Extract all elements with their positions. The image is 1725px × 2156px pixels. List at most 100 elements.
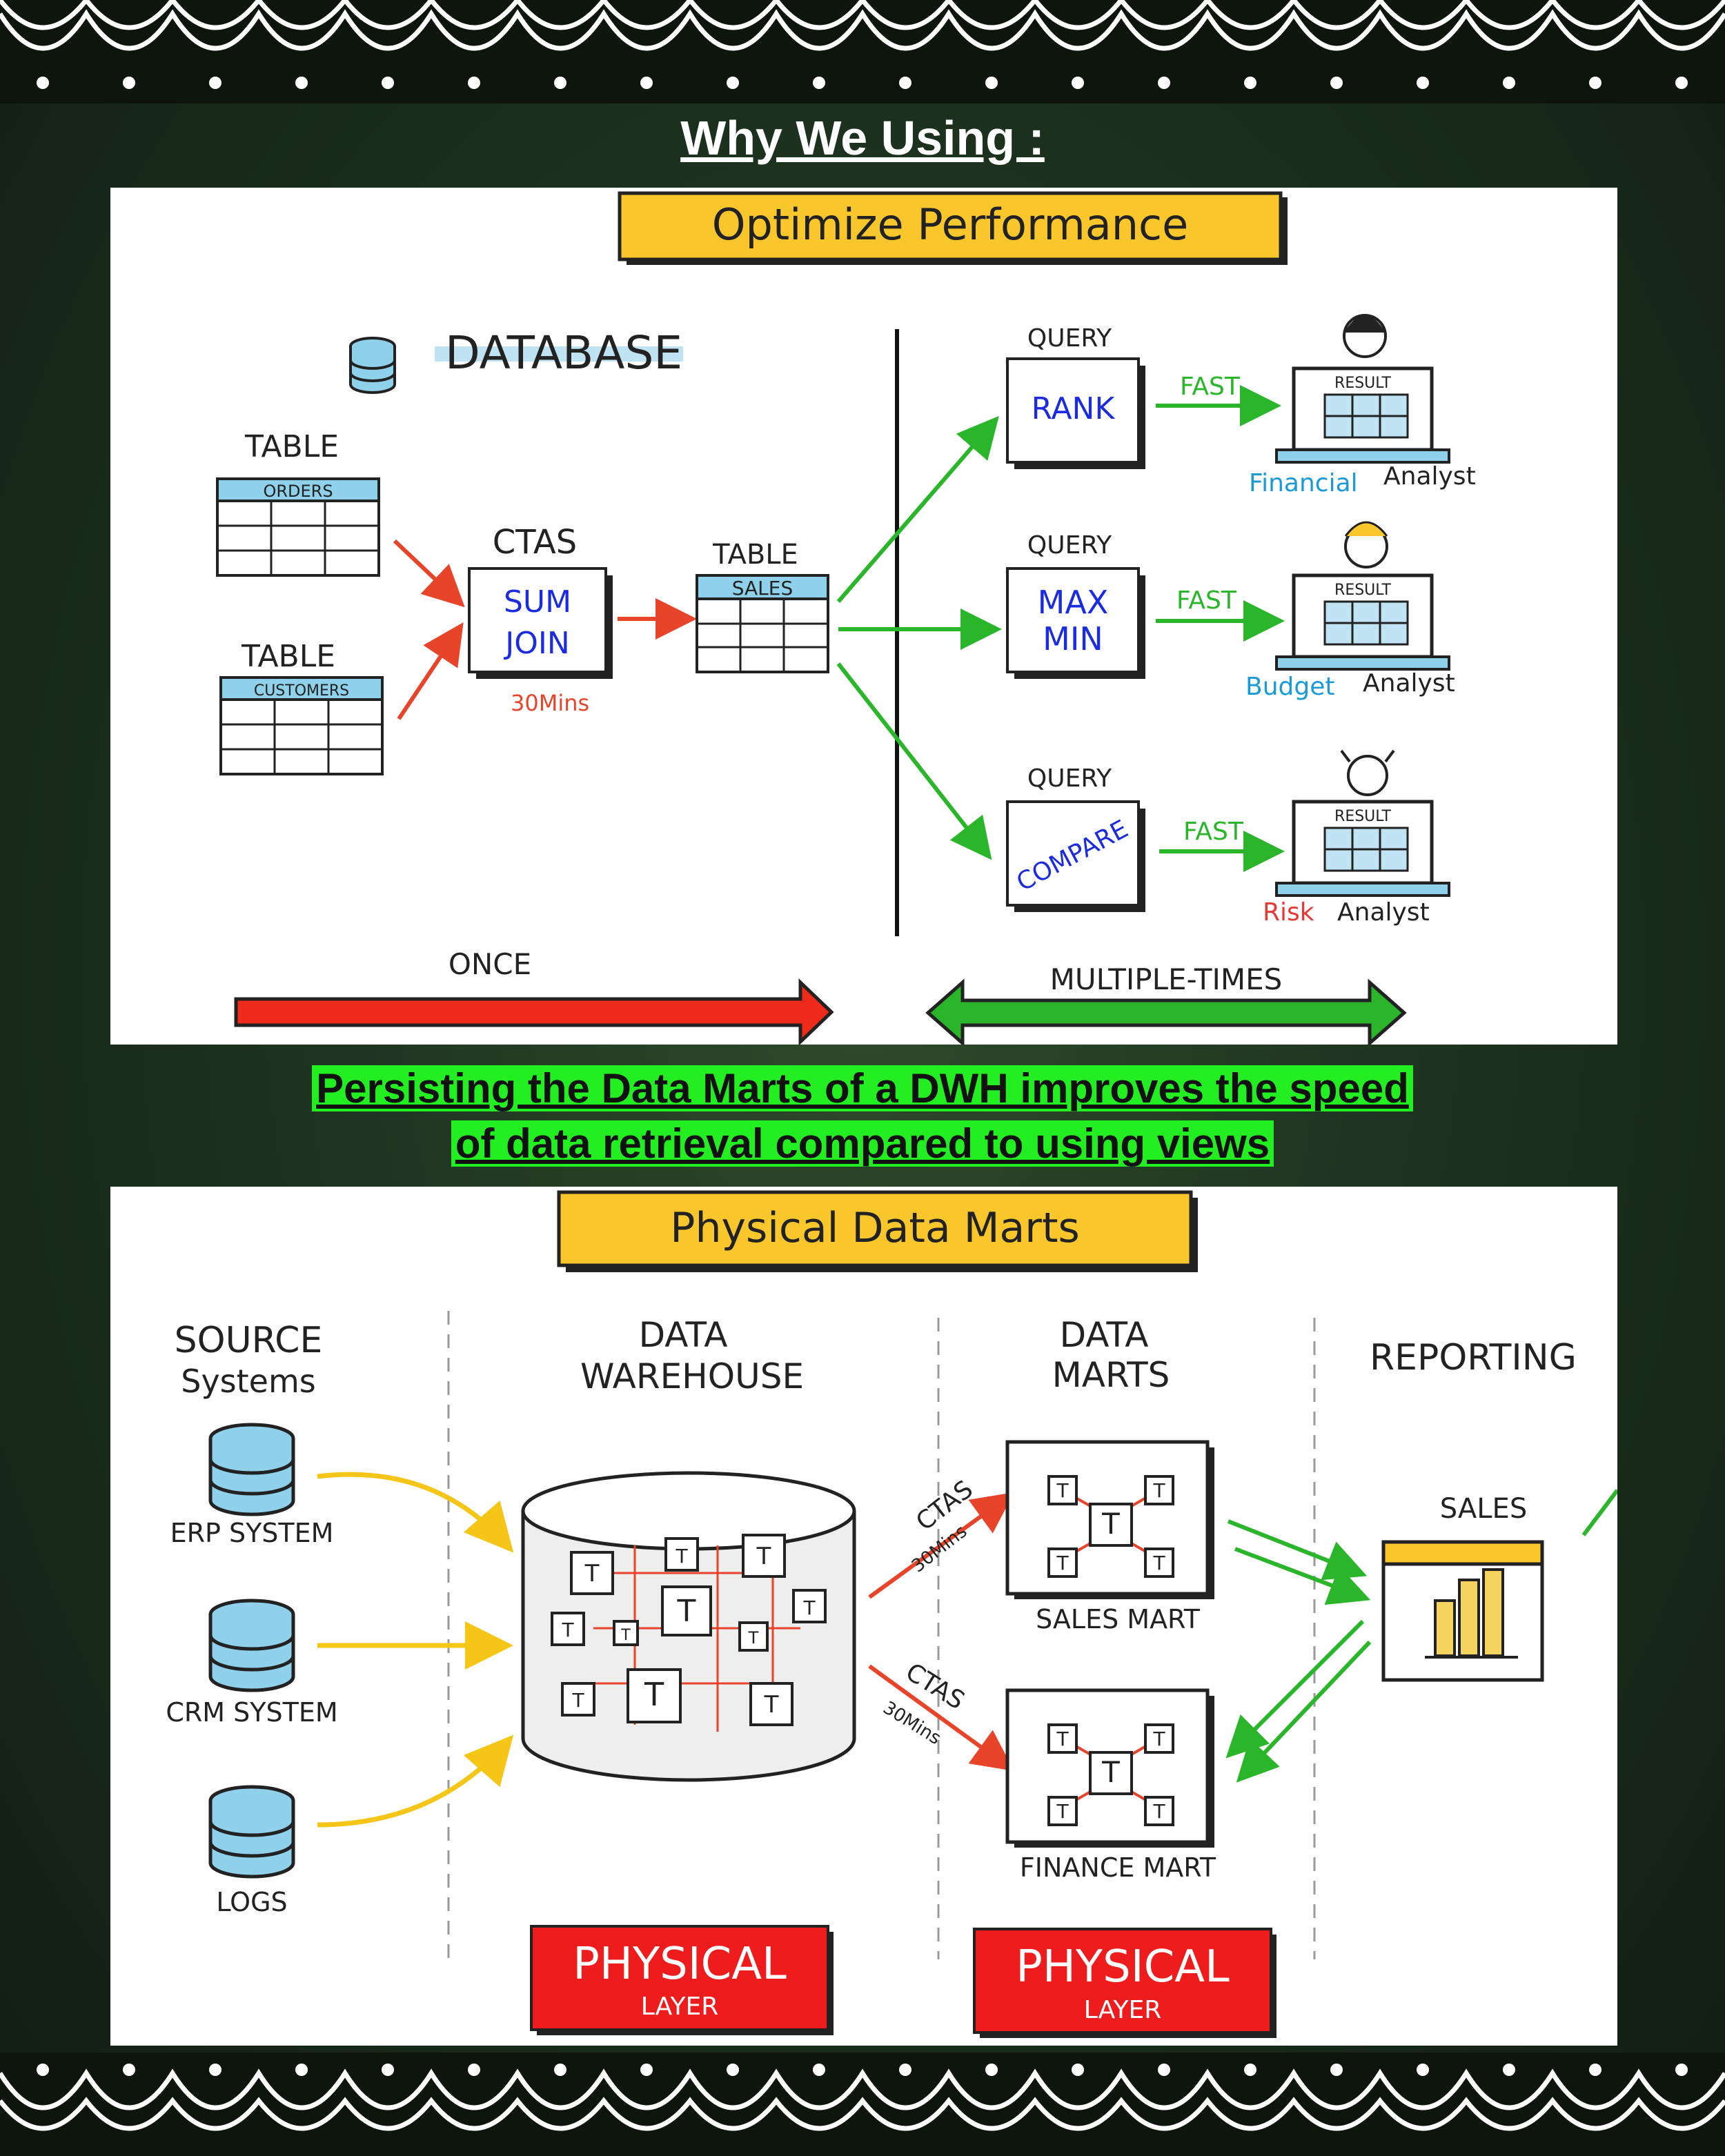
query-label-1: QUERY xyxy=(1027,324,1112,353)
physical-layer-badge-dwh xyxy=(530,1925,834,2035)
svg-text:T: T xyxy=(1056,1800,1069,1823)
query-box-maxmin xyxy=(1006,567,1145,679)
query-op-rank: RANK xyxy=(1032,391,1116,426)
physical-label-1: PHYSICAL xyxy=(573,1939,787,1990)
query-op-min: MIN xyxy=(1043,620,1103,657)
ctas-time: 30Mins xyxy=(511,690,589,716)
caption-line-1: Persisting the Data Marts of a DWH impro… xyxy=(0,1061,1725,1116)
query-op-max: MAX xyxy=(1038,584,1109,621)
svg-text:T: T xyxy=(677,1594,696,1629)
analyst-budget-name: Budget xyxy=(1245,673,1334,701)
customers-to-ctas-arrow xyxy=(397,622,464,720)
source-crm-label: CRM SYSTEM xyxy=(166,1697,337,1728)
caption-line-2: of data retrieval compared to using view… xyxy=(0,1116,1725,1171)
orders-label: ORDERS xyxy=(263,482,333,501)
result-label-2: RESULT xyxy=(1334,582,1391,599)
sales-mart-label: SALES MART xyxy=(1036,1604,1201,1634)
orders-table xyxy=(216,477,380,577)
svg-text:T: T xyxy=(1152,1728,1165,1750)
sales-table-label: TABLE xyxy=(712,539,798,571)
physical-layer-badge-marts xyxy=(973,1928,1276,2038)
col-marts-1: DATA xyxy=(1060,1315,1149,1355)
svg-text:T: T xyxy=(1056,1552,1069,1574)
source-logs-label: LOGS xyxy=(216,1887,287,1917)
sales-mart-letters: T T T T T xyxy=(1056,1479,1165,1574)
database-label: DATABASE xyxy=(445,326,682,379)
svg-text:T: T xyxy=(620,1627,631,1644)
optimize-title: Optimize Performance xyxy=(712,199,1189,250)
svg-text:T: T xyxy=(802,1596,816,1619)
layer-label-2: LAYER xyxy=(1084,1996,1161,2024)
optimize-title-box: Optimize Performance xyxy=(618,191,1288,265)
svg-text:T: T xyxy=(764,1691,779,1719)
reporting-offpanel-arrow xyxy=(1581,1489,1619,1536)
multiple-times-label: MULTIPLE-TIMES xyxy=(1050,962,1283,996)
svg-text:T: T xyxy=(644,1676,664,1713)
svg-text:T: T xyxy=(1152,1800,1165,1823)
ctas-time-1: 30Mins xyxy=(908,1521,972,1577)
svg-text:T: T xyxy=(571,1689,584,1712)
customers-table-label: TABLE xyxy=(241,639,335,674)
sales-table xyxy=(696,574,829,673)
ctas-box xyxy=(468,567,613,679)
analyst-financial-role: Analyst xyxy=(1383,462,1476,491)
sales-mart-box xyxy=(1005,1440,1214,1599)
orders-to-ctas-arrow xyxy=(393,539,465,608)
physical-data-marts-panel: Physical Data Marts SOURCE Systems DATA … xyxy=(110,1187,1619,2046)
physical-title-box: Physical Data Marts xyxy=(557,1190,1198,1272)
svg-text:T: T xyxy=(1101,1507,1120,1541)
optimize-performance-panel: Optimize Performance DATABASE TABLE ORDE… xyxy=(110,188,1617,1047)
analyst-risk xyxy=(1275,749,1450,897)
source-erp-label: ERP SYSTEM xyxy=(170,1518,334,1548)
analyst-risk-name: Risk xyxy=(1263,898,1314,927)
analyst-budget-role: Analyst xyxy=(1363,669,1455,698)
physical-data-marts-diagram: Physical Data Marts SOURCE Systems DATA … xyxy=(166,1190,1619,2038)
result-label-3: RESULT xyxy=(1334,808,1391,825)
svg-text:T: T xyxy=(1056,1728,1069,1750)
report-to-sales-mart-arrow-2 xyxy=(1234,1547,1371,1605)
report-to-sales-mart-arrow-1 xyxy=(1227,1519,1368,1581)
dwh-tables xyxy=(551,1534,827,1726)
sales-to-compare-arrow xyxy=(836,662,992,860)
fast-label-2: FAST xyxy=(1176,586,1237,615)
col-source-1: SOURCE xyxy=(175,1320,323,1361)
erp-to-dwh-arrow xyxy=(317,1472,514,1553)
sales-to-rank-arrow xyxy=(836,415,999,603)
erp-database-icon xyxy=(208,1423,295,1516)
report-to-finance-mart-arrow-2 xyxy=(1236,1640,1372,1783)
customers-label: CUSTOMERS xyxy=(254,682,349,700)
once-label: ONCE xyxy=(448,947,531,981)
col-source-2: Systems xyxy=(181,1363,316,1400)
report-to-finance-mart-arrow-1 xyxy=(1225,1619,1365,1759)
caption-text-1: Persisting the Data Marts of a DWH impro… xyxy=(312,1065,1413,1111)
physical-label-2: PHYSICAL xyxy=(1016,1941,1230,1992)
svg-text:T: T xyxy=(675,1545,688,1567)
finance-mart-label: FINANCE MART xyxy=(1020,1852,1216,1883)
caption-text-2: of data retrieval compared to using view… xyxy=(451,1120,1274,1167)
orders-table-label: TABLE xyxy=(244,429,339,464)
dwh-to-finance-mart-arrow xyxy=(868,1664,1014,1772)
query-box-compare xyxy=(1006,800,1145,912)
col-reporting: REPORTING xyxy=(1370,1337,1577,1378)
fast-label-3: FAST xyxy=(1183,818,1244,846)
optimize-performance-diagram: Optimize Performance DATABASE TABLE ORDE… xyxy=(216,191,1476,1047)
database-icon xyxy=(349,337,396,394)
col-dwh-1: DATA xyxy=(639,1315,728,1355)
svg-text:T: T xyxy=(561,1619,574,1641)
svg-text:T: T xyxy=(1152,1479,1165,1502)
svg-text:T: T xyxy=(584,1560,600,1588)
finance-mart-box xyxy=(1005,1688,1214,1848)
crm-database-icon xyxy=(208,1599,295,1692)
dwh-to-sales-mart-arrow xyxy=(868,1492,1014,1599)
report-sales-label: SALES xyxy=(1440,1493,1527,1525)
dwh-table-letters: T T T T T T T T T T T xyxy=(561,1543,816,1719)
analyst-financial xyxy=(1275,314,1450,464)
once-arrow xyxy=(234,978,834,1046)
svg-text:T: T xyxy=(748,1628,759,1648)
page-heading: Why We Using : xyxy=(680,111,1045,165)
query-label-3: QUERY xyxy=(1027,764,1112,793)
ctas-sum: SUM xyxy=(504,584,571,620)
ctas-time-2: 30Mins xyxy=(879,1697,945,1749)
query-box-rank xyxy=(1006,357,1145,469)
col-dwh-2: WAREHOUSE xyxy=(580,1356,804,1396)
